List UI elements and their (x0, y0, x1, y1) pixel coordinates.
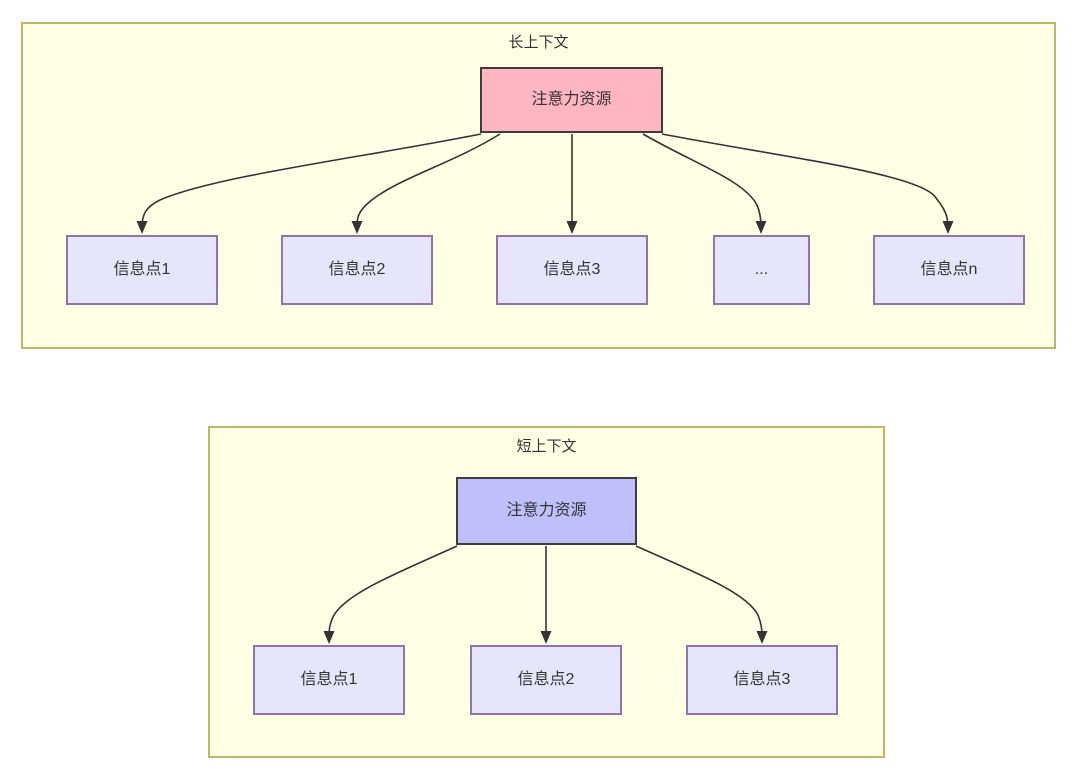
node-label: 注意力资源 (506, 502, 587, 520)
node-info-point-3-short[interactable]: 信息点3 (686, 645, 838, 715)
node-info-point-1-long[interactable]: 信息点1 (66, 235, 218, 305)
node-info-point-ellipsis-long[interactable]: ... (713, 235, 810, 305)
node-label: 信息点3 (733, 671, 791, 689)
node-attention-resource-long[interactable]: 注意力资源 (480, 67, 663, 133)
node-label: 信息点1 (113, 261, 171, 279)
node-info-point-n-long[interactable]: 信息点n (873, 235, 1025, 305)
node-label: 信息点2 (517, 671, 575, 689)
node-label: 信息点n (920, 261, 978, 279)
node-info-point-1-short[interactable]: 信息点1 (253, 645, 405, 715)
node-label: 信息点2 (328, 261, 386, 279)
node-info-point-2-long[interactable]: 信息点2 (281, 235, 433, 305)
node-label: ... (754, 261, 769, 279)
node-label: 注意力资源 (531, 91, 612, 109)
node-label: 信息点1 (300, 671, 358, 689)
panel-short-context-title: 短上下文 (516, 438, 577, 455)
node-label: 信息点3 (543, 261, 601, 279)
node-info-point-2-short[interactable]: 信息点2 (470, 645, 622, 715)
panel-long-context-title: 长上下文 (508, 34, 569, 51)
node-info-point-3-long[interactable]: 信息点3 (496, 235, 648, 305)
node-attention-resource-short[interactable]: 注意力资源 (456, 477, 637, 545)
